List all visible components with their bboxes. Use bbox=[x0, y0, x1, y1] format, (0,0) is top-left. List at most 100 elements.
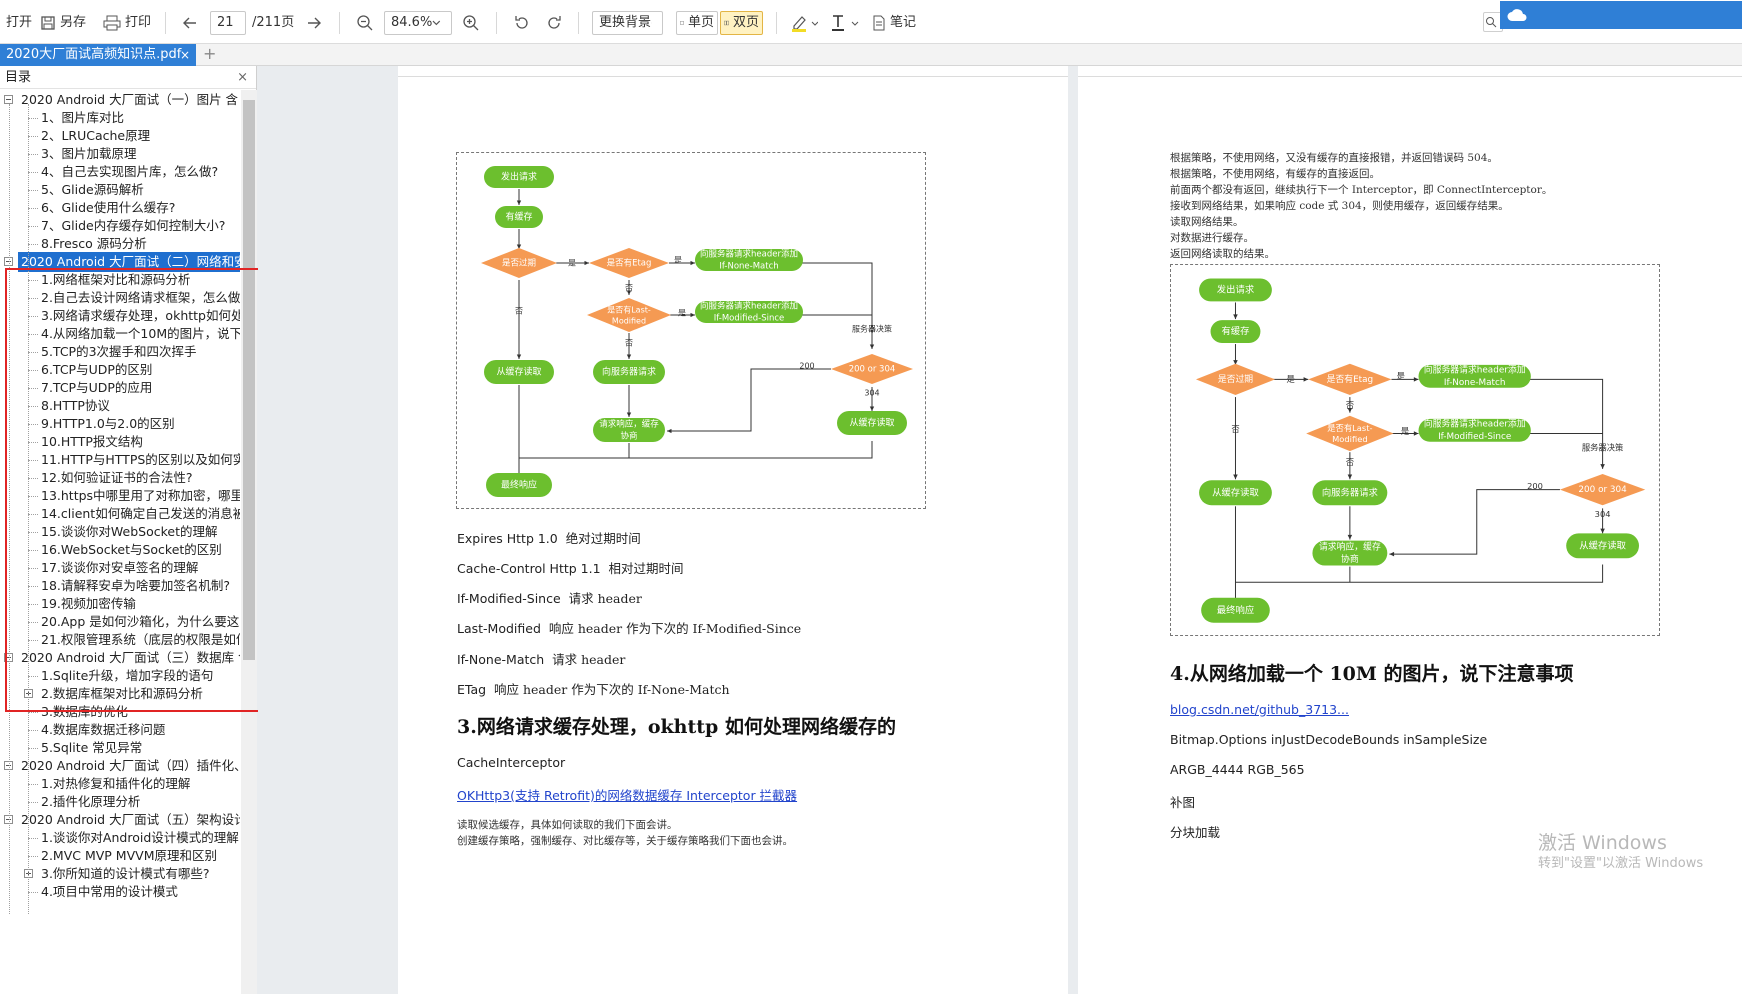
toc-section[interactable]: 1.对热修复和插件化的理解 bbox=[0, 774, 240, 794]
toc-section[interactable]: 1.网络框架对比和源码分析 bbox=[0, 270, 240, 290]
text-line: Cache-Control Http 1.1 相对过期时间 bbox=[457, 558, 684, 577]
toc-section[interactable]: 18.请解释安卓为啥要加签名机制? bbox=[0, 576, 240, 596]
toc-section[interactable]: 6.TCP与UDP的区别 bbox=[0, 360, 240, 380]
save-as-button[interactable]: 另存 bbox=[40, 11, 86, 35]
new-tab-button[interactable]: + bbox=[203, 44, 217, 63]
flow-arrowhead bbox=[1303, 377, 1309, 382]
toc-section[interactable]: 9.HTTP1.0与2.0的区别 bbox=[0, 414, 240, 434]
flow-node-last-modified-text: Modified bbox=[612, 317, 646, 326]
cloud-icon bbox=[1507, 9, 1527, 21]
open-button[interactable]: 打开 bbox=[6, 11, 32, 35]
toc-section[interactable]: 2.自己去设计网络请求框架，怎么做? bbox=[0, 288, 240, 308]
flow-arrowhead bbox=[869, 406, 875, 411]
toc-scrollbar-thumb[interactable] bbox=[243, 100, 255, 660]
toc-section[interactable]: 19.视频加密传输 bbox=[0, 594, 240, 614]
cloud-account-button[interactable] bbox=[1500, 1, 1742, 29]
flow-node-read-cache-2 bbox=[837, 411, 907, 435]
flow-connector bbox=[802, 262, 873, 349]
reference-link[interactable]: OKHttp3(支持 Retrofit)的网络数据缓存 Interceptor … bbox=[457, 788, 798, 803]
toc-section[interactable]: 7.TCP与UDP的应用 bbox=[0, 378, 240, 398]
toc-section[interactable]: 3.你所知道的设计模式有哪些? bbox=[0, 864, 240, 884]
toc-section[interactable]: 5.TCP的3次握手和四次挥手 bbox=[0, 342, 240, 362]
zoom-out-button[interactable] bbox=[356, 11, 378, 35]
note-line: 前面两个都没有返回，继续执行下一个 Interceptor，即 ConnectI… bbox=[1170, 184, 1553, 196]
toc-section[interactable]: 2、LRUCache原理 bbox=[0, 126, 240, 146]
toc-section[interactable]: 17.谈谈你对安卓签名的理解 bbox=[0, 558, 240, 578]
zoom-in-button[interactable] bbox=[462, 11, 484, 35]
toc-item-label: 8.Fresco 源码分析 bbox=[41, 236, 147, 251]
toc-section[interactable]: 8.Fresco 源码分析 bbox=[0, 234, 240, 254]
collapse-toggle-icon[interactable] bbox=[4, 761, 13, 770]
toc-section[interactable]: 14.client如何确定自己发送的消息被server bbox=[0, 504, 240, 524]
highlighter-button[interactable] bbox=[790, 11, 822, 35]
toc-section[interactable]: 13.https中哪里用了对称加密，哪里用了非对称 bbox=[0, 486, 240, 506]
toc-chapter[interactable]: 2020 Android 大厂面试（一）图片 含 参考 bbox=[0, 90, 240, 110]
flow-node-add-lm bbox=[695, 301, 803, 323]
print-button[interactable]: 打印 bbox=[103, 11, 151, 35]
toc-section[interactable]: 4.数据库数据迁移问题 bbox=[0, 720, 240, 740]
text-tool-button[interactable] bbox=[830, 11, 864, 35]
toc-section[interactable]: 12.如何验证证书的合法性? bbox=[0, 468, 240, 488]
prev-page-button[interactable] bbox=[182, 11, 202, 35]
toc-section[interactable]: 2.插件化原理分析 bbox=[0, 792, 240, 812]
divider bbox=[165, 12, 166, 34]
toc-section[interactable]: 1.谈谈你对Android设计模式的理解 bbox=[0, 828, 240, 848]
toc-section[interactable]: 15.谈谈你对WebSocket的理解 bbox=[0, 522, 240, 542]
next-page-button[interactable] bbox=[306, 11, 326, 35]
toc-section[interactable]: 16.WebSocket与Socket的区别 bbox=[0, 540, 240, 560]
toc-section[interactable]: 4.从网络加载一个10M的图片，说下注意事项 bbox=[0, 324, 240, 344]
double-page-button[interactable]: 双页 bbox=[720, 11, 763, 35]
rotate-left-button[interactable] bbox=[513, 11, 535, 35]
collapse-toggle-icon[interactable] bbox=[4, 95, 13, 104]
note-button[interactable]: 笔记 bbox=[872, 11, 916, 35]
note-line: 接收到网络结果，如果响应 code 式 304，则使用缓存，返回缓存结果。 bbox=[1170, 200, 1509, 212]
sidebar-close-icon[interactable]: × bbox=[237, 70, 248, 85]
toc-section[interactable]: 1.Sqlite升级，增加字段的语句 bbox=[0, 666, 240, 686]
toc-section[interactable]: 6、Glide使用什么缓存? bbox=[0, 198, 240, 218]
flow-node-expired-text: 是否过期 bbox=[502, 258, 536, 269]
toc-section[interactable]: 20.App 是如何沙箱化，为什么要这么做 bbox=[0, 612, 240, 632]
zoom-select[interactable]: 84.6% bbox=[384, 11, 452, 35]
toc-section[interactable]: 8.HTTP协议 bbox=[0, 396, 240, 416]
toc-section[interactable]: 7、Glide内存缓存如何控制大小? bbox=[0, 216, 240, 236]
toc-section[interactable]: 21.权限管理系统（底层的权限是如何进行 bbox=[0, 630, 240, 650]
toc-item-label: 4.项目中常用的设计模式 bbox=[41, 884, 178, 899]
toc-section[interactable]: 4、自己去实现图片库，怎么做? bbox=[0, 162, 240, 182]
page-number-input[interactable]: 21 bbox=[210, 11, 246, 35]
flow-node-add-lm-text: 向服务器请求header添加 bbox=[1424, 418, 1526, 430]
toc-chapter[interactable]: 2020 Android 大厂面试（二）网络和安全 bbox=[18, 252, 240, 272]
toc-section[interactable]: 4.项目中常用的设计模式 bbox=[0, 882, 240, 902]
collapse-toggle-icon[interactable] bbox=[4, 257, 13, 266]
toc-section[interactable]: 10.HTTP报文结构 bbox=[0, 432, 240, 452]
toc-section[interactable]: 11.HTTP与HTTPS的区别以及如何实现安全性 bbox=[0, 450, 240, 470]
toc-section[interactable]: 1、图片库对比 bbox=[0, 108, 240, 128]
collapse-toggle-icon[interactable] bbox=[4, 653, 13, 662]
tab-document[interactable]: 2020大厂面试高频知识点.pdf × bbox=[0, 44, 196, 66]
toc-section[interactable]: 3、图片加载原理 bbox=[0, 144, 240, 164]
toc-scrollbar[interactable] bbox=[241, 90, 257, 994]
toc-item-label: 1.谈谈你对Android设计模式的理解 bbox=[41, 830, 239, 845]
toc-chapter[interactable]: 2020 Android 大厂面试（四）插件化、模块化 bbox=[0, 756, 240, 776]
tab-close-icon[interactable]: × bbox=[179, 48, 190, 62]
tree-connector bbox=[9, 104, 10, 914]
divider bbox=[578, 12, 579, 34]
toc-section[interactable]: 5.Sqlite 常见异常 bbox=[0, 738, 240, 758]
note-line: 读取网络结果。 bbox=[1170, 216, 1244, 228]
rotate-right-button[interactable] bbox=[545, 11, 567, 35]
toc-chapter[interactable]: 2020 Android 大厂面试（五）架构设计和 bbox=[0, 810, 240, 830]
collapse-toggle-icon[interactable] bbox=[4, 815, 13, 824]
text-line: ARGB_4444 RGB_565 bbox=[1170, 762, 1305, 777]
single-page-button[interactable]: 单页 bbox=[676, 11, 718, 35]
reference-link[interactable]: blog.csdn.net/github_3713... bbox=[1170, 702, 1349, 717]
single-page-label: 单页 bbox=[687, 15, 714, 30]
toc-section[interactable]: 5、Glide源码解析 bbox=[0, 180, 240, 200]
section-heading: 4.从网络加载一个 10M 的图片，说下注意事项 bbox=[1170, 663, 1574, 685]
tab-title: 2020大厂面试高频知识点.pdf bbox=[6, 47, 182, 62]
toc-section[interactable]: 2.MVC MVP MVVM原理和区别 bbox=[0, 846, 240, 866]
toc-section[interactable]: 2.数据库框架对比和源码分析 bbox=[0, 684, 240, 704]
background-select[interactable]: 更换背景 bbox=[592, 11, 663, 35]
toc-chapter[interactable]: 2020 Android 大厂面试（三）数据库 含 bbox=[0, 648, 240, 668]
